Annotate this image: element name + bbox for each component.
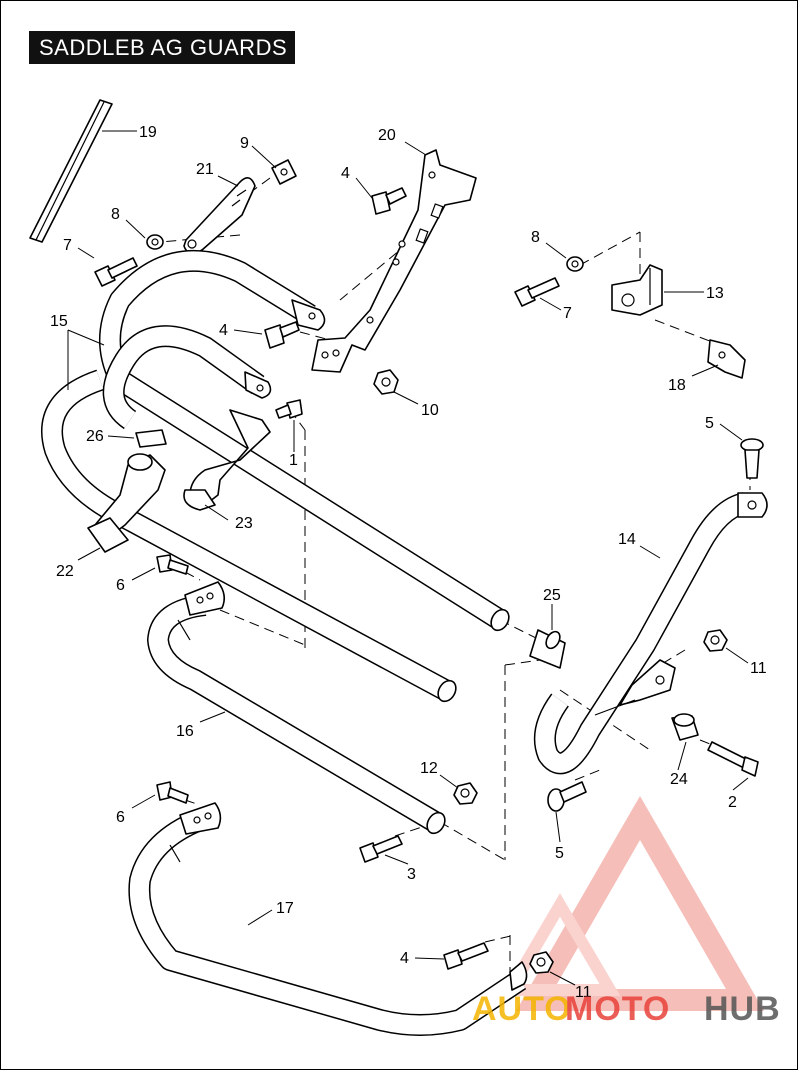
bolt-7-upper	[94, 257, 138, 287]
callout-leader-lines	[67, 130, 749, 986]
callout-24: 24	[670, 771, 688, 788]
part-26-pad	[135, 429, 167, 448]
automotohub-logo	[499, 795, 765, 1011]
callout-15: 15	[50, 313, 68, 330]
nut-12	[453, 782, 478, 805]
part-20-frame-bracket	[311, 149, 477, 373]
part-15-main-guard	[41, 249, 510, 703]
bolt-4-top	[371, 187, 407, 215]
callout-14: 14	[618, 531, 636, 548]
wordmark-auto: AUTO	[472, 990, 572, 1028]
callout-25: 25	[543, 587, 561, 604]
part-24-spacer	[671, 713, 699, 741]
callout-19: 19	[139, 124, 157, 141]
bolt-4-mid	[264, 321, 300, 349]
washer-8-right	[566, 256, 584, 272]
callout-16: 16	[176, 723, 194, 740]
callout-20: 20	[378, 127, 396, 144]
bolt-1	[275, 399, 303, 419]
nut-11-right	[703, 629, 728, 652]
callout-8-upper: 8	[111, 206, 120, 223]
bolt-5-top	[740, 438, 764, 479]
callout-7-right: 7	[563, 305, 572, 322]
callout-9: 9	[240, 135, 249, 152]
callout-6-bottom: 6	[116, 809, 125, 826]
washer-8-upper	[146, 234, 164, 250]
callout-2: 2	[728, 794, 737, 811]
callout-23: 23	[235, 515, 253, 532]
callout-13: 13	[706, 285, 724, 302]
callout-18: 18	[668, 377, 686, 394]
diagram-title: SADDLEB AG GUARDS	[29, 31, 295, 64]
part-23-clamp	[183, 409, 271, 511]
wordmark-moto: MOTO	[565, 990, 670, 1028]
callout-10: 10	[421, 402, 439, 419]
callout-17: 17	[276, 900, 294, 917]
bolt-7-right	[514, 277, 560, 307]
part-25-spacer	[529, 629, 566, 669]
bolt-6-mid	[156, 554, 189, 575]
callout-8-right: 8	[531, 229, 540, 246]
callout-5-bottom: 5	[555, 845, 564, 862]
part-22-brace	[87, 453, 166, 553]
callout-21: 21	[196, 161, 214, 178]
callout-5-top: 5	[705, 415, 714, 432]
callout-7-upper: 7	[63, 237, 72, 254]
callout-4-bottom: 4	[400, 950, 409, 967]
callout-22: 22	[56, 563, 74, 580]
callout-11-right: 11	[750, 660, 767, 677]
callout-11-bottom: 11	[575, 984, 592, 1001]
bolt-6-bottom	[156, 781, 189, 804]
callout-4-mid: 4	[219, 322, 228, 339]
bolt-2	[707, 741, 759, 777]
automotohub-wordmark: AUTO MOTO HUB	[472, 990, 781, 1028]
part-13-bracket	[611, 264, 663, 316]
callout-4-top: 4	[341, 165, 350, 182]
callout-26: 26	[86, 428, 104, 445]
part-14-rear-guard	[534, 492, 768, 775]
callout-labels: 19 9 21 20 4 8 7 8 13 7 15 4 10 18 26 1 …	[50, 124, 767, 1001]
part-21-upper-bracket	[183, 177, 256, 254]
bolt-3	[359, 835, 403, 863]
wordmark-hub: HUB	[704, 990, 781, 1028]
part-18-clip	[707, 339, 746, 379]
nut-11-bottom	[529, 951, 554, 974]
callout-12: 12	[420, 760, 438, 777]
part-9-clip-nut	[271, 159, 297, 185]
part-19-trim-strip	[29, 99, 113, 243]
callout-3: 3	[407, 866, 416, 883]
bolt-5-bottom	[547, 781, 587, 812]
callout-6-mid: 6	[116, 577, 125, 594]
bolt-4-bottom	[443, 942, 489, 970]
nut-10	[373, 369, 399, 395]
part-17-bottom-guard	[128, 802, 528, 1036]
part-16-lower-guard	[147, 581, 446, 835]
callout-1: 1	[289, 452, 298, 469]
